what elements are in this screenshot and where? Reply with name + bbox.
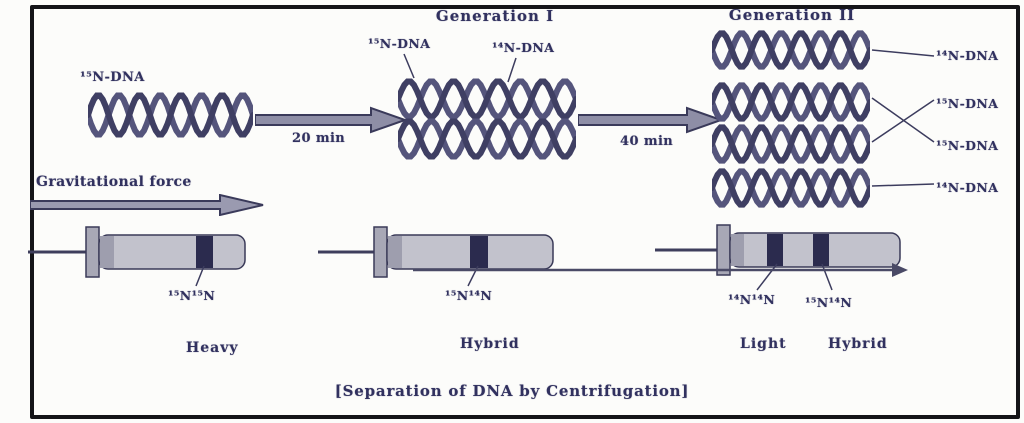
right-arrow-icon (255, 106, 407, 134)
tube2-name: Hybrid (460, 336, 520, 352)
tube3-name-right: Hybrid (828, 336, 888, 352)
dna-band (470, 236, 488, 268)
tube-cap (373, 226, 388, 278)
tube1-band-label: ¹⁵N¹⁵N (168, 288, 216, 303)
tube1-name: Heavy (186, 340, 239, 356)
tube3-band-left-label: ¹⁴N¹⁴N (728, 292, 776, 307)
tube-cap (85, 226, 100, 278)
arrow1-label: 20 min (292, 131, 346, 146)
gen1-helix-1 (398, 76, 576, 122)
centrifuge-tube-hybrid (318, 226, 554, 278)
parent-dna-label: ¹⁵N-DNA (80, 70, 145, 85)
diagram-caption: [Separation of DNA by Centrifugation] (334, 382, 690, 400)
centrifuge-tube-gen2 (655, 224, 901, 276)
dna-band (196, 236, 213, 268)
dna-band-light (767, 234, 783, 266)
gen2-strand-label-4: ¹⁴N-DNA (936, 180, 999, 195)
gen2-helix-1 (712, 28, 870, 72)
tube2-band-label: ¹⁵N¹⁴N (445, 288, 493, 303)
tube-seal (100, 236, 114, 268)
gen1-right-strand-label: ¹⁴N-DNA (492, 40, 555, 55)
generation2-title: Generation II (728, 6, 856, 24)
gen2-strand-label-3: ¹⁵N-DNA (936, 138, 999, 153)
right-arrow-icon (578, 106, 723, 134)
gen2-helix-2 (712, 80, 870, 124)
gravity-label: Gravitational force (36, 174, 192, 190)
gen2-strand-label-2: ¹⁵N-DNA (936, 96, 999, 111)
gravity-arrow-icon (30, 194, 264, 216)
tube3-name-left: Light (740, 336, 787, 352)
tube3-band-right-label: ¹⁵N¹⁴N (805, 295, 853, 310)
parent-dna-helix (88, 90, 253, 140)
arrow2-label: 40 min (620, 134, 674, 149)
gen2-helix-3 (712, 122, 870, 166)
gen1-helix-2 (398, 116, 576, 162)
gen1-left-strand-label: ¹⁵N-DNA (368, 36, 431, 51)
centrifuge-tube-heavy (28, 226, 246, 278)
tube-seal (731, 234, 744, 266)
tube-cap (716, 224, 731, 276)
tube-body (98, 234, 246, 270)
tube-seal (388, 236, 402, 268)
gen2-strand-label-1: ¹⁴N-DNA (936, 48, 999, 63)
dna-band-hybrid (813, 234, 829, 266)
gen2-helix-4 (712, 166, 870, 210)
generation1-title: Generation I (435, 7, 555, 25)
